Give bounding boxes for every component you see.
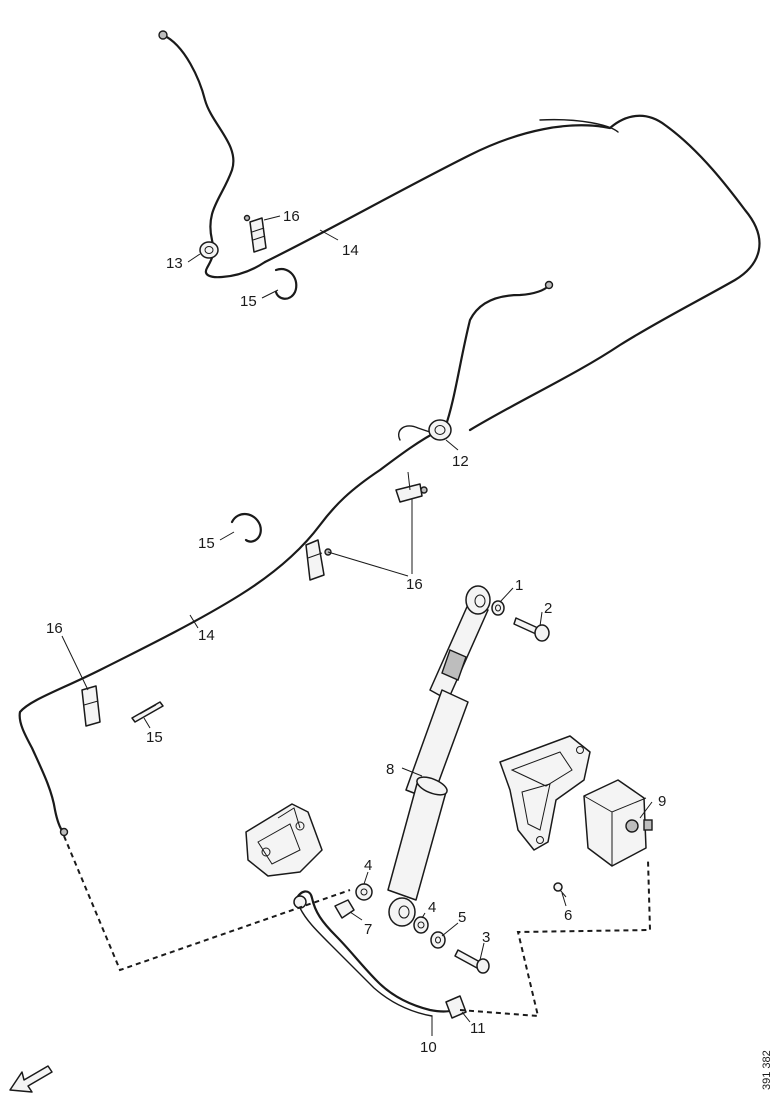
leader-lines (61, 215, 653, 1036)
dashed-link-right (459, 859, 652, 1018)
cable-branch-12 (443, 284, 550, 430)
callout-15-upper: 15 (240, 293, 257, 310)
cable-small-end (544, 280, 554, 290)
cable-assembly (18, 33, 761, 837)
drawing-number: 391 382 (761, 1050, 773, 1090)
connector-11 (445, 995, 467, 1019)
washer-5 (430, 931, 446, 949)
clip-16-upper (243, 214, 267, 253)
grommet-12 (428, 280, 554, 441)
gas-strut-8 (387, 585, 491, 927)
callout-5: 5 (458, 909, 466, 926)
callout-13: 13 (166, 255, 183, 272)
lower-left-bracket (245, 803, 323, 877)
washer-4-right (413, 916, 429, 934)
cable-tie-15-lower (131, 701, 164, 723)
clip-16-middle-right (395, 471, 428, 503)
callout-7: 7 (364, 921, 372, 938)
callout-14-upper: 14 (342, 242, 359, 259)
callout-16-middle: 16 (406, 576, 423, 593)
callout-10: 10 (420, 1039, 437, 1056)
clip-16-middle-left (305, 539, 332, 581)
callout-6: 6 (564, 907, 572, 924)
callout-12: 12 (452, 453, 469, 470)
cable-loop-inner (539, 118, 619, 133)
callout-3: 3 (482, 929, 490, 946)
washer-4-left (355, 883, 373, 901)
screw-6 (553, 882, 567, 898)
callout-labels: 1 2 3 4 4 5 6 7 8 9 10 11 12 13 14 14 15… (46, 208, 666, 1056)
clip-16-lower-left (81, 685, 101, 727)
callout-1: 1 (515, 577, 523, 594)
cable-main-upper (263, 114, 761, 432)
connector-13 (158, 30, 219, 259)
callout-9: 9 (658, 793, 666, 810)
strut-top-eye (465, 585, 491, 615)
direction-arrow-icon (9, 1065, 53, 1093)
cable-end-fitting-left (59, 827, 69, 837)
bolt-3 (454, 949, 490, 974)
callout-4-right: 4 (428, 899, 436, 916)
cable-upper-branch (161, 33, 267, 279)
callout-4-left: 4 (364, 857, 372, 874)
callout-8: 8 (386, 761, 394, 778)
callout-15-middle: 15 (198, 535, 215, 552)
strut-bottom-eye (388, 897, 416, 927)
cable-tie-15-upper (274, 267, 298, 300)
cable-tie-15-middle (230, 513, 262, 543)
bolt-2 (513, 617, 550, 642)
callout-14-lower: 14 (198, 627, 215, 644)
grommet-13 (199, 241, 219, 259)
nut-7 (334, 899, 355, 919)
cable-main-lower (18, 428, 442, 834)
dashed-link-left (63, 835, 351, 972)
callout-11: 11 (470, 1020, 486, 1037)
control-unit-9 (583, 779, 653, 867)
washer-1 (491, 600, 505, 616)
callout-16-upper: 16 (283, 208, 300, 225)
harness-10 (293, 890, 457, 1017)
callout-15-lower: 15 (146, 729, 163, 746)
callout-16-left: 16 (46, 620, 63, 637)
right-carrier-bracket (499, 735, 591, 851)
callout-2: 2 (544, 600, 552, 617)
cable-top-end (158, 30, 168, 40)
